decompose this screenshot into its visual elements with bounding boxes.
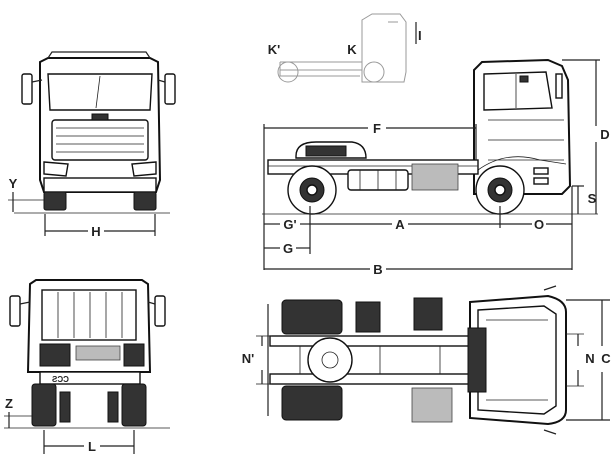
label-A: A (395, 217, 405, 232)
label-C: C (601, 351, 611, 366)
label-Z: Z (5, 396, 13, 411)
label-B: B (373, 262, 382, 277)
dimension-Z: Z (4, 396, 32, 428)
svg-text:ƧƆƆ: ƧƆƆ (52, 375, 69, 384)
label-F: F (373, 121, 381, 136)
dimension-G: G (264, 241, 310, 256)
front-view (14, 51, 176, 214)
dimension-G-prime: G' (264, 206, 311, 254)
label-N-prime: N' (242, 351, 254, 366)
dimension-H: H (44, 214, 156, 239)
label-H: H (91, 224, 100, 239)
label-G-prime: G' (283, 217, 296, 232)
label-G: G (283, 241, 293, 256)
label-Y: Y (9, 176, 18, 191)
label-I: I (418, 28, 422, 43)
label-L: L (88, 439, 96, 454)
main-side-view (262, 58, 598, 215)
dimension-F: F (263, 121, 477, 270)
label-O: O (534, 217, 544, 232)
small-side-view: K' K I (268, 13, 422, 83)
label-D: D (600, 127, 609, 142)
dimension-Y: Y (8, 176, 44, 212)
dimension-A: A (310, 206, 501, 232)
dimension-S: S (572, 185, 597, 214)
dimension-B: B (264, 262, 572, 277)
label-S: S (588, 191, 597, 206)
dimension-O: O (500, 186, 573, 270)
rear-view: ƧƆƆ (4, 279, 170, 429)
dimension-N: N (566, 333, 595, 387)
dimension-C: C (566, 299, 611, 421)
dimension-N-prime: N' (242, 335, 272, 385)
label-K-prime: K' (268, 42, 280, 57)
dimension-L: L (43, 430, 135, 454)
label-K: K (347, 42, 357, 57)
top-view (267, 285, 567, 435)
label-N: N (585, 351, 594, 366)
dimension-D: D (562, 59, 610, 214)
